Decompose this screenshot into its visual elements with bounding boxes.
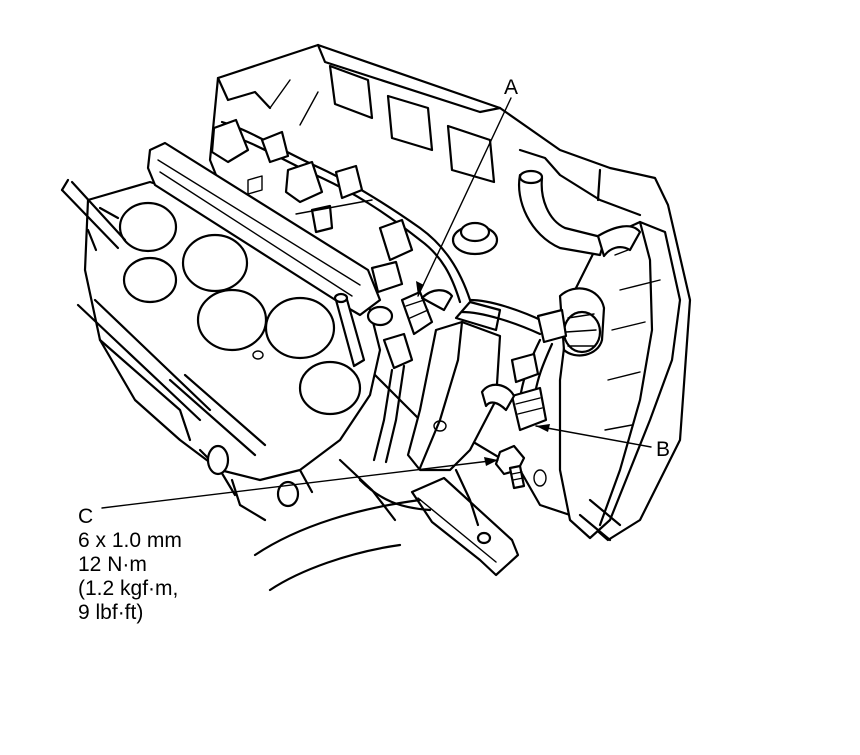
arrow-b bbox=[536, 424, 550, 432]
runner-port-4 bbox=[196, 288, 268, 352]
leader-b bbox=[535, 425, 652, 448]
callout-c-bolt-size: 6 x 1.0 mm bbox=[78, 529, 182, 552]
injector-connector-3 bbox=[378, 218, 414, 262]
fuel-rail-cover bbox=[146, 141, 382, 368]
callout-c-torque-nm: 12 N·m bbox=[78, 553, 147, 576]
callout-c-torque-lbfft: 9 lbf·ft) bbox=[78, 601, 143, 624]
callout-c-label: C bbox=[78, 505, 93, 528]
leader-c bbox=[101, 459, 499, 509]
leader-a bbox=[417, 97, 512, 297]
callout-a-label: A bbox=[504, 76, 518, 99]
injector-connector-1 bbox=[210, 118, 250, 164]
head-window-1 bbox=[328, 64, 374, 120]
leader-lines bbox=[101, 97, 652, 509]
sensor-body bbox=[382, 332, 414, 370]
connector-a bbox=[372, 289, 454, 464]
callout-c-torque-kgfm: (1.2 kgf·m, bbox=[78, 577, 178, 600]
right-harness bbox=[460, 287, 606, 432]
harness-bracket bbox=[406, 300, 502, 472]
head-window-3 bbox=[446, 124, 496, 184]
coolant-hose bbox=[517, 169, 642, 258]
lower-bracket bbox=[410, 468, 520, 577]
injector-connector-2 bbox=[284, 160, 324, 204]
runner-port-5 bbox=[264, 296, 336, 360]
arrow-c bbox=[484, 457, 498, 466]
mounting-bolt bbox=[494, 444, 526, 490]
arrow-a bbox=[416, 281, 424, 296]
harness-clip-1 bbox=[334, 164, 364, 200]
harness-clip-3 bbox=[310, 204, 334, 234]
head-window-2 bbox=[386, 94, 434, 152]
runner-port-3 bbox=[122, 256, 178, 304]
runner-port-2 bbox=[181, 233, 249, 293]
callout-b-label: B bbox=[656, 438, 670, 461]
harness-clip-2 bbox=[260, 130, 290, 164]
injector-harness bbox=[210, 118, 472, 327]
runner-port-1 bbox=[118, 201, 178, 253]
lower-frame bbox=[230, 458, 622, 592]
runner-port-6 bbox=[298, 360, 362, 416]
